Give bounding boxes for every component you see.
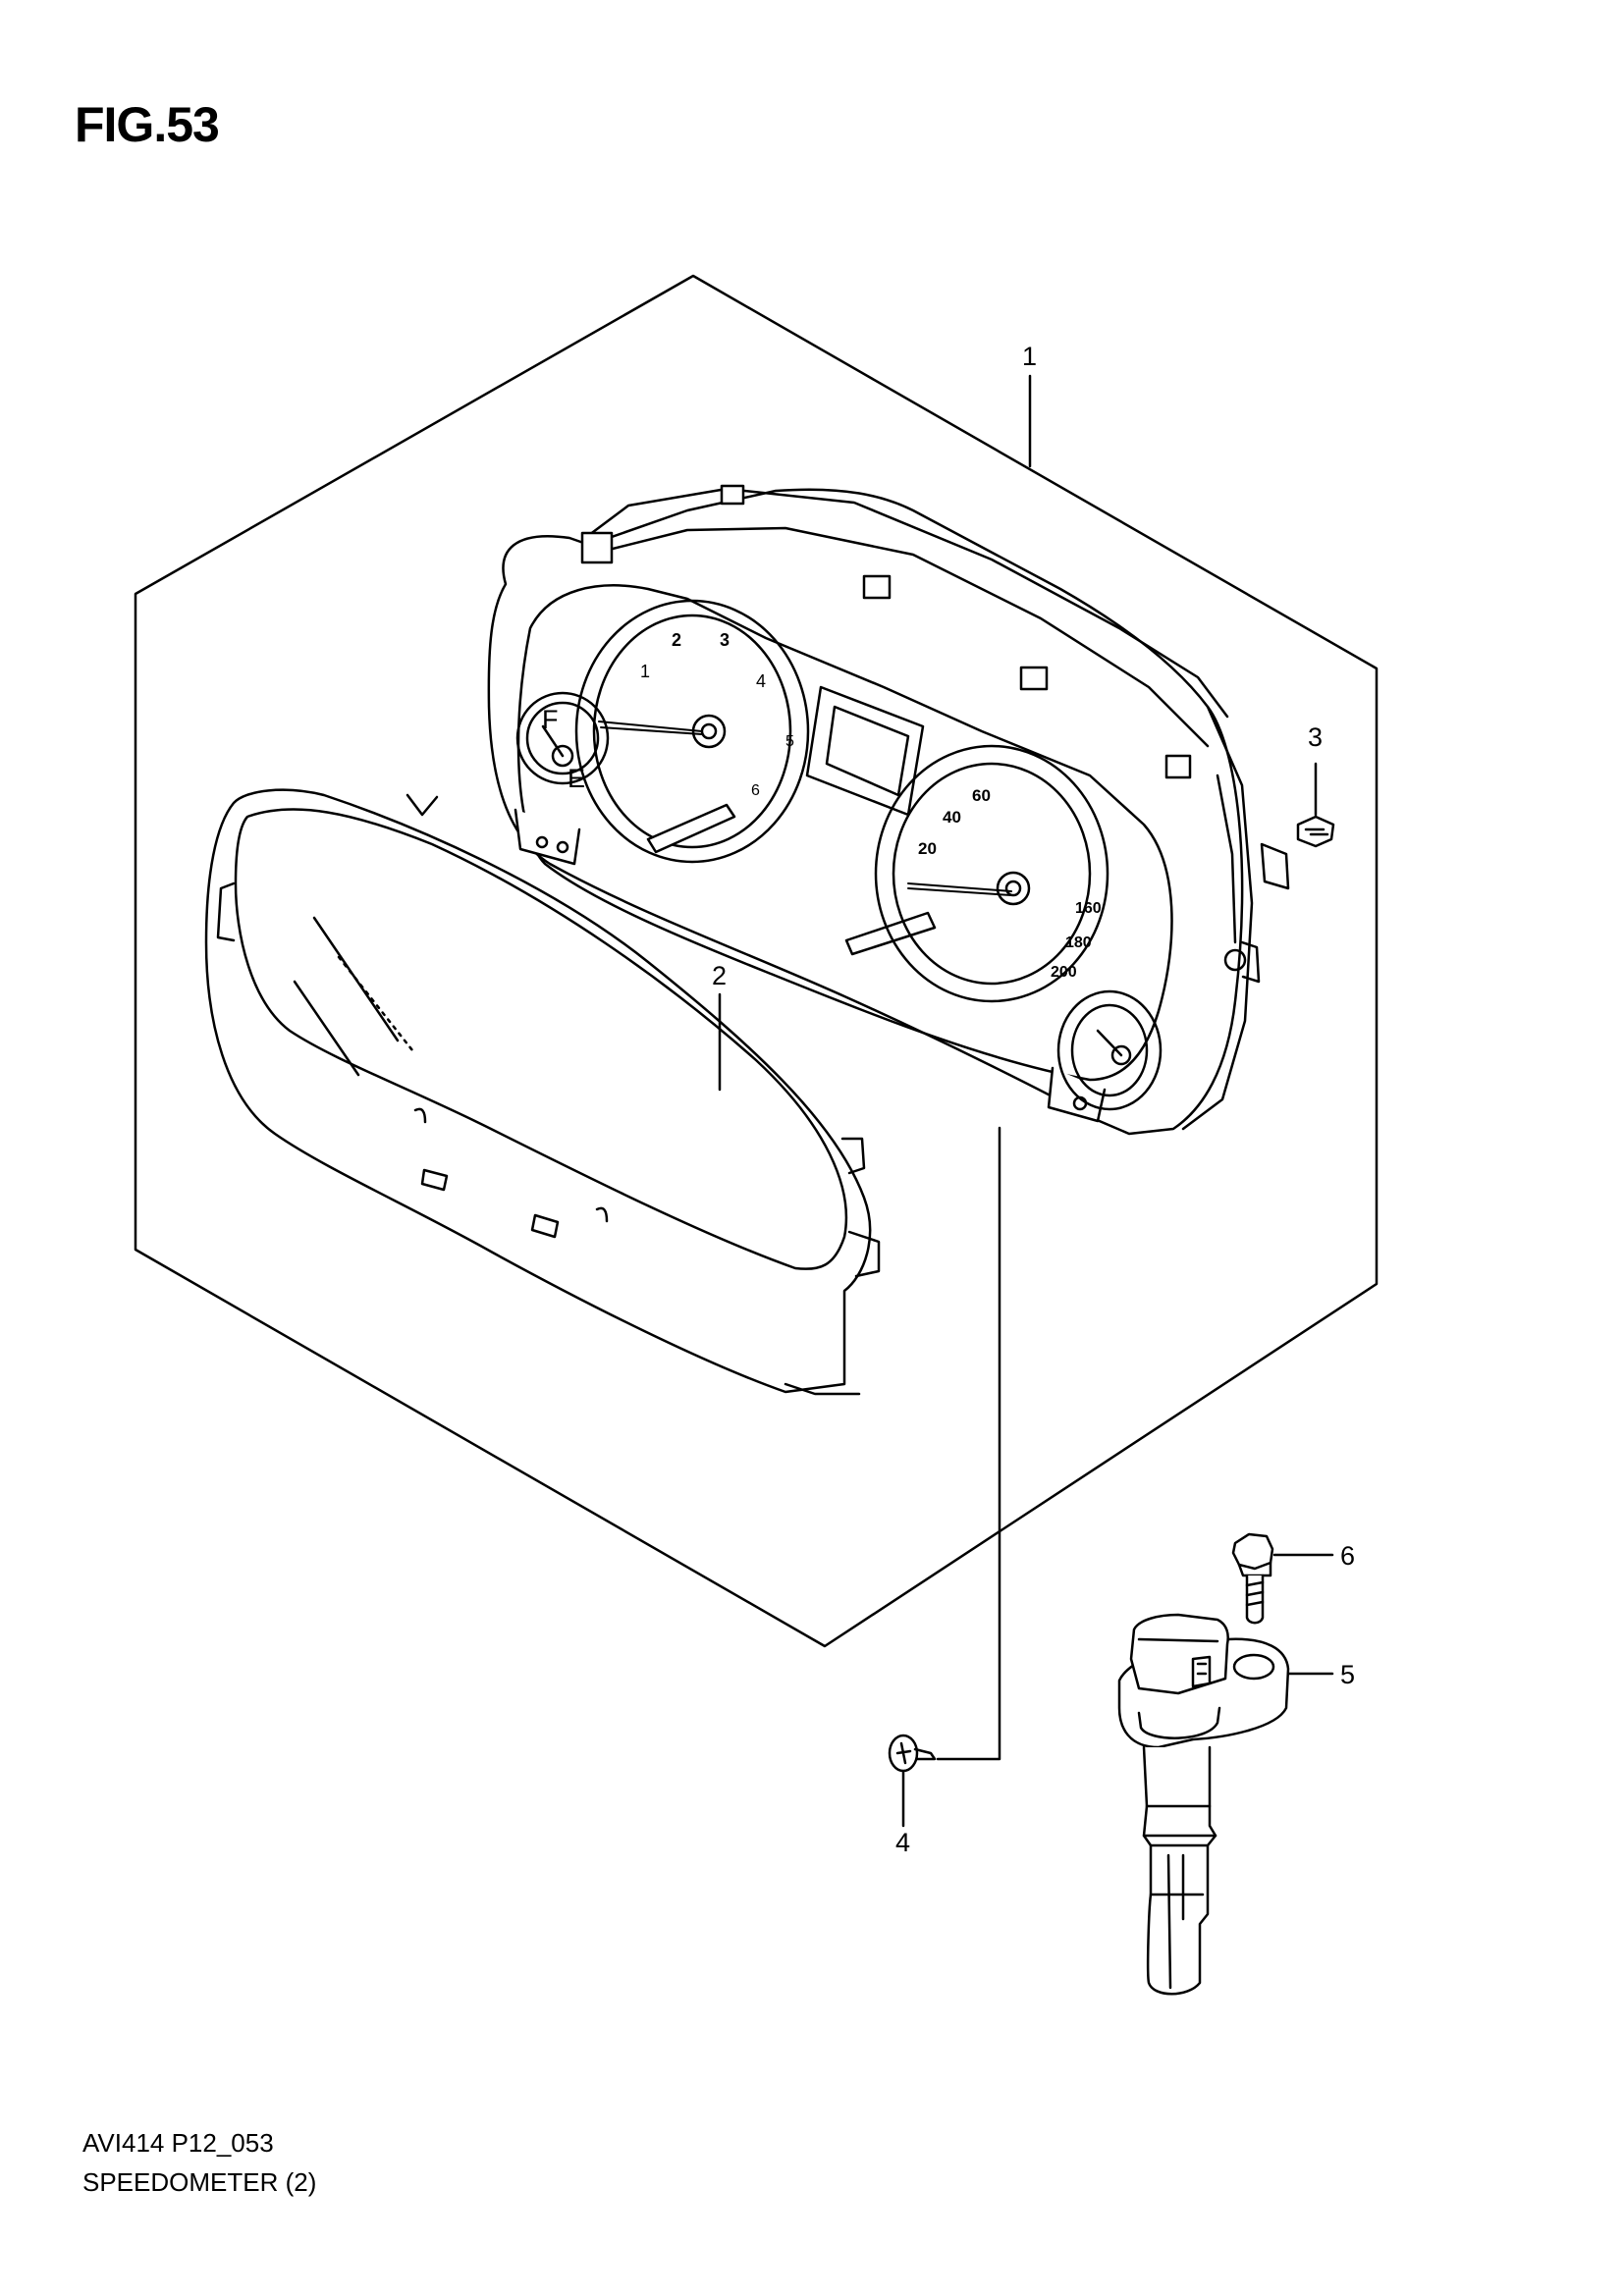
- callout-2: 2: [712, 961, 727, 990]
- speedo-label-20: 20: [918, 839, 937, 858]
- part-speed-sensor: [1117, 1613, 1290, 1996]
- tach-label-2: 2: [672, 630, 681, 650]
- part-meter-cluster: F E 1 2 3 4 5 6 20 4: [487, 484, 1290, 1136]
- figure-caption: SPEEDOMETER (2): [82, 2167, 317, 2197]
- tach-label-4: 4: [756, 671, 766, 691]
- part-screw: [888, 1734, 937, 1773]
- assembly-boundary: [134, 274, 1379, 1648]
- callout-4: 4: [895, 1828, 910, 1857]
- tach-label-5: 5: [785, 733, 794, 750]
- callout-6: 6: [1340, 1541, 1355, 1571]
- part-bolt: [1231, 1532, 1274, 1625]
- figure-code: AVI414 P12_053: [82, 2128, 274, 2158]
- callout-3: 3: [1308, 722, 1323, 752]
- speedo-label-160: 160: [1075, 900, 1102, 917]
- part-clip: [1296, 815, 1335, 848]
- figure-title: FIG.53: [75, 97, 220, 152]
- speedo-label-200: 200: [1051, 964, 1077, 981]
- svg-text:E: E: [568, 764, 585, 793]
- tach-label-1: 1: [640, 662, 650, 681]
- part-lens: [204, 788, 881, 1396]
- speedo-label-180: 180: [1065, 934, 1092, 951]
- tach-label-3: 3: [720, 630, 730, 650]
- speedo-label-40: 40: [943, 808, 961, 827]
- tach-label-6: 6: [751, 782, 760, 799]
- callout-5: 5: [1340, 1660, 1355, 1689]
- svg-text:F: F: [542, 705, 559, 734]
- callout-1: 1: [1022, 342, 1037, 371]
- speedo-label-60: 60: [972, 786, 991, 805]
